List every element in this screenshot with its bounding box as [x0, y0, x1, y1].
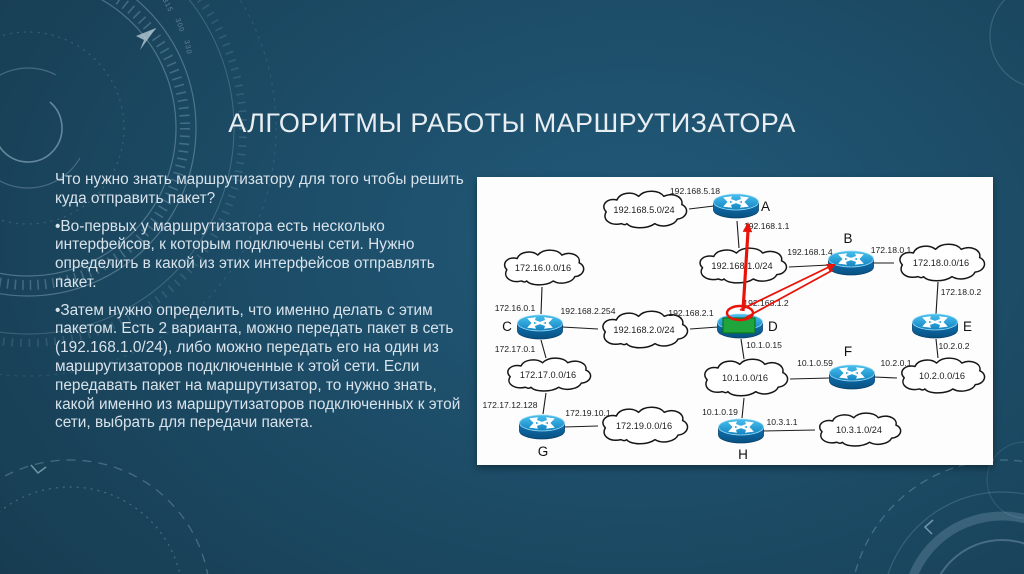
network-link — [563, 425, 599, 428]
ip-address-label: 172.16.0.1 — [495, 303, 536, 313]
network-link — [789, 377, 831, 380]
network-cloud: 172.19.0.0/16 — [603, 407, 688, 443]
ip-address-label: 10.2.0.1 — [880, 358, 911, 368]
network-link — [873, 376, 898, 379]
router-c-icon — [517, 314, 563, 340]
router-h-icon — [718, 418, 764, 444]
network-label: 172.17.0.0/16 — [520, 370, 576, 380]
network-label: 192.168.1.0/24 — [711, 261, 772, 271]
ip-address-label: 192.168.1.2 — [743, 298, 789, 308]
network-topology-diagram: 192.168.5.0/24 192.168.1.0/24 172.16.0.0/1… — [483, 186, 993, 462]
network-label: 10.1.0.0/16 — [722, 373, 768, 383]
router-letter-label: D — [768, 319, 778, 334]
network-link — [561, 326, 599, 330]
network-cloud: 192.168.5.0/24 — [604, 191, 687, 227]
network-label: 172.18.0.0/16 — [913, 258, 969, 268]
arrowhead — [742, 222, 753, 233]
network-cloud: 172.18.0.0/16 — [900, 244, 985, 280]
ip-address-label: 10.2.0.2 — [938, 341, 969, 351]
network-link — [741, 397, 745, 419]
router-letter-label: G — [538, 444, 549, 459]
network-label: 172.19.0.0/16 — [616, 421, 672, 431]
ip-address-label: 192.168.1.4 — [787, 247, 833, 257]
dial-number: 315 — [160, 0, 174, 14]
router-letter-label: E — [963, 319, 972, 334]
router-f-icon — [829, 364, 875, 390]
ip-address-label: 10.1.0.59 — [797, 358, 833, 368]
network-cloud: 192.168.2.0/24 — [603, 311, 688, 347]
body-paragraph: •Затем нужно определить, что именно дела… — [55, 301, 461, 432]
arrow-to-router-b — [739, 265, 832, 311]
ip-address-label: 192.168.1.1 — [744, 221, 790, 231]
ip-address-label: 172.17.0.1 — [495, 344, 536, 354]
router-letter-label: A — [761, 199, 770, 214]
router-g-icon — [519, 414, 565, 440]
ip-address-label: 172.17.12.128 — [483, 400, 538, 410]
network-cloud: 172.16.0.0/16 — [505, 250, 584, 285]
network-label: 192.168.2.0/24 — [613, 325, 674, 335]
ip-address-label: 192.168.5.18 — [670, 186, 720, 196]
network-link — [935, 281, 939, 315]
network-link — [736, 220, 740, 249]
ip-address-label: 172.19.10.1 — [565, 408, 611, 418]
router-d-icon — [717, 313, 763, 339]
network-link — [688, 205, 715, 210]
arrow-to-router-a — [741, 230, 750, 312]
network-link — [762, 429, 816, 432]
network-cloud: 10.3.1.0/24 — [820, 413, 901, 446]
router-b-icon — [828, 250, 874, 276]
ip-address-label: 172.18.0.2 — [941, 287, 982, 297]
network-link — [540, 339, 547, 359]
network-cloud: 10.1.0.0/16 — [705, 359, 788, 395]
network-label: 192.168.5.0/24 — [613, 205, 674, 215]
ip-address-label: 192.168.2.1 — [668, 308, 714, 318]
network-link — [935, 338, 939, 359]
dial-number: 300 — [173, 17, 186, 34]
ip-address-label: 172.18.0.1 — [871, 245, 912, 255]
slide-title: АЛГОРИТМЫ РАБОТЫ МАРШРУТИЗАТОРА — [228, 108, 796, 138]
network-link — [788, 264, 830, 268]
selected-interface-highlight — [722, 317, 756, 334]
arrow-to-router-b — [744, 269, 834, 319]
router-letter-label: F — [844, 344, 852, 359]
network-cloud: 10.2.0.0/16 — [902, 358, 985, 393]
body-paragraph: •Во-первых у маршрутизатора есть несколь… — [55, 217, 435, 291]
router-a-icon — [713, 193, 759, 219]
dial-number: 330 — [182, 39, 193, 56]
router-letter-label: H — [738, 447, 748, 462]
arrowhead — [826, 263, 836, 272]
ip-address-label: 10.1.0.15 — [746, 340, 782, 350]
router-letter-label: B — [843, 231, 852, 246]
network-label: 172.16.0.0/16 — [515, 263, 571, 273]
network-link — [740, 338, 745, 360]
compass-arrow-icon — [136, 28, 156, 50]
ip-address-label: 192.168.2.254 — [561, 306, 616, 316]
network-diagram-panel: 192.168.5.0/24 192.168.1.0/24 172.16.0.0/1… — [477, 177, 993, 465]
ip-address-label: 10.3.1.1 — [766, 417, 797, 427]
network-label: 10.3.1.0/24 — [836, 425, 882, 435]
network-link — [689, 326, 719, 330]
router-letter-label: C — [502, 319, 512, 334]
network-link — [540, 286, 543, 315]
highlight-annotations — [725, 222, 836, 322]
network-cloud: 192.168.1.0/24 — [700, 248, 786, 283]
router-e-icon — [912, 313, 958, 339]
network-label: 10.2.0.0/16 — [919, 371, 965, 381]
network-cloud: 172.17.0.0/16 — [508, 358, 591, 391]
body-paragraph: Что нужно знать маршрутизатору для того … — [55, 171, 464, 207]
body-text: Что нужно знать маршрутизатору для того … — [55, 171, 464, 442]
ip-address-label: 10.1.0.19 — [702, 407, 738, 417]
network-link — [542, 392, 547, 415]
